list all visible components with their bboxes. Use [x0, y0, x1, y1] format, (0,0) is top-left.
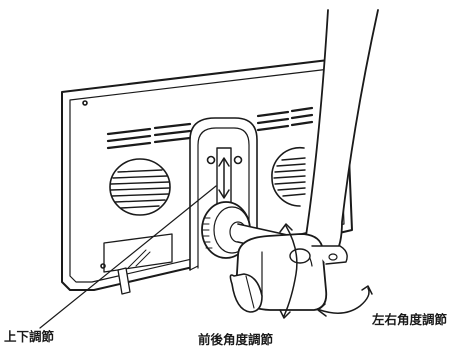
- vent-slots-right: [256, 106, 314, 132]
- tilt-arrow-icon: [279, 223, 298, 319]
- up-down-arrow-icon: [218, 157, 230, 199]
- leader-line-vertical-adjust: [39, 185, 217, 329]
- vent-slots-left: [106, 122, 192, 150]
- label-swivel-adjust: 左右角度調節: [372, 312, 448, 327]
- clamp-screw-knob: [229, 273, 263, 313]
- speaker-grille-left: [109, 158, 171, 216]
- speaker-grille-right: [271, 146, 306, 207]
- bottom-panel: [103, 233, 173, 295]
- label-vertical-adjust: 上下調節: [4, 329, 55, 344]
- swivel-arrow-icon: [317, 285, 373, 317]
- label-tilt-adjust: 前後角度調節: [198, 332, 274, 347]
